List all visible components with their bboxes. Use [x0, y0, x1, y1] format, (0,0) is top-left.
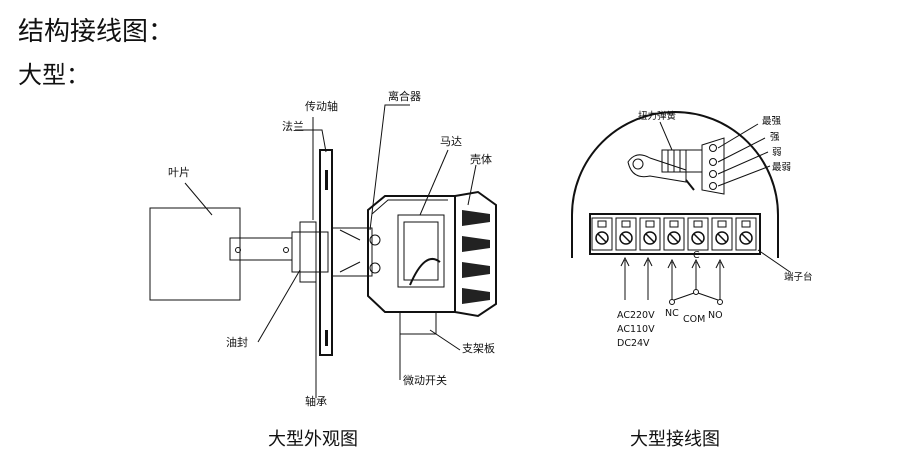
com-contact [693, 289, 699, 295]
nc-arrow [667, 258, 677, 300]
leader-clutch [369, 104, 410, 231]
housing-inner-line [371, 199, 448, 215]
terminal-block [589, 213, 761, 255]
flange-hole-2 [325, 330, 328, 346]
label-strongest: 最强 [762, 116, 782, 127]
exterior-view-drawing: 叶片 法兰 传动轴 离合器 马达 壳体 油封 支架板 微动开关 轴承 [149, 89, 497, 408]
label-com: COM [683, 314, 705, 325]
power-option-1: AC220V [617, 310, 655, 321]
power-option-3: DC24V [617, 338, 650, 349]
leader-blade [184, 182, 213, 216]
motor-housing-outline [367, 195, 456, 313]
leader-terminal-block [757, 249, 791, 273]
power-arrow-1 [620, 256, 630, 300]
blade-shape [149, 207, 241, 301]
motor-box [397, 214, 445, 288]
power-arrow-2 [643, 256, 653, 300]
label-weak: 弱 [772, 147, 782, 158]
spring-tail [685, 179, 695, 191]
terminal-screw [615, 217, 637, 251]
spring-lever [627, 154, 687, 183]
leader-weakest [717, 165, 771, 187]
shell-outline [454, 190, 497, 318]
spring-coil-lines [667, 150, 687, 172]
clutch-lines [339, 229, 361, 273]
power-option-2: AC110V [617, 324, 655, 335]
leader-weak [717, 151, 769, 175]
label-no: NO [708, 310, 723, 321]
label-drive-shaft: 传动轴 [305, 99, 338, 113]
page-title: 结构接线图： [18, 17, 175, 47]
flange-hole [325, 170, 328, 190]
adjust-hole-3 [709, 170, 717, 178]
label-strong: 强 [770, 132, 780, 143]
terminal-screw [687, 217, 709, 251]
shell-rib-2 [462, 236, 490, 252]
motor-inner [403, 221, 439, 281]
oil-seal-block [291, 231, 329, 273]
adjust-hole-4 [709, 182, 717, 190]
shell-rib-1 [462, 210, 490, 226]
leader-strong [717, 137, 766, 163]
nc-contact [669, 299, 675, 305]
spring-pivot [632, 158, 644, 170]
switch-link [673, 292, 719, 301]
clutch-bolt-2 [369, 262, 381, 274]
terminal-screw [639, 217, 661, 251]
shaft-pin [235, 247, 241, 253]
shaft-stub [229, 237, 293, 261]
label-flange: 法兰 [282, 119, 304, 133]
adjust-plate [701, 137, 725, 195]
terminal-screw [711, 217, 733, 251]
clutch-body [331, 227, 373, 277]
wiring-view-caption: 大型接线图 [630, 429, 720, 450]
label-blade: 叶片 [168, 166, 190, 179]
bearing-block [299, 221, 317, 283]
label-weakest: 最弱 [772, 162, 791, 173]
label-clutch: 离合器 [388, 89, 421, 103]
clutch-bolt [369, 234, 381, 246]
no-contact [717, 299, 723, 305]
label-nc: NC [665, 308, 679, 319]
leader-flange [295, 129, 327, 153]
motor-wire [409, 257, 441, 286]
page-subtitle: 大型： [18, 61, 90, 89]
terminal-block-frame [589, 213, 761, 255]
shell-rib-3 [462, 262, 490, 278]
shell-rib-4 [462, 288, 490, 304]
no-arrow [715, 258, 725, 300]
label-oil-seal: 油封 [226, 335, 248, 349]
label-bracket-plate: 支架板 [462, 341, 495, 355]
label-housing: 壳体 [470, 152, 492, 166]
label-c: C [693, 250, 700, 261]
adjust-hole-2 [709, 158, 717, 166]
adjust-hole-1 [709, 144, 717, 152]
label-micro-switch: 微动开关 [403, 373, 447, 387]
leader-housing [467, 164, 477, 206]
label-terminal-block: 端子台 [784, 271, 813, 283]
leader-torsion-spring [659, 121, 673, 151]
shaft-pin-2 [283, 247, 289, 253]
wiring-view-drawing: 扭力弹簧 最强 强 弱 最弱 端子台 AC220V AC110V DC24V C… [571, 110, 813, 349]
label-motor: 马达 [440, 135, 462, 148]
label-bearing: 轴承 [305, 394, 327, 408]
leader-strongest [717, 123, 759, 149]
leader-motor [419, 149, 449, 216]
leader-bracket-plate [429, 329, 461, 351]
terminal-screw [663, 217, 685, 251]
com-arrow [691, 258, 701, 290]
enclosure-outline [571, 111, 779, 258]
terminal-screw [735, 217, 757, 251]
terminal-screw [591, 217, 613, 251]
leader-oil-seal [257, 269, 301, 343]
exterior-view-caption: 大型外观图 [268, 429, 358, 450]
label-torsion-spring: 扭力弹簧 [638, 110, 677, 122]
